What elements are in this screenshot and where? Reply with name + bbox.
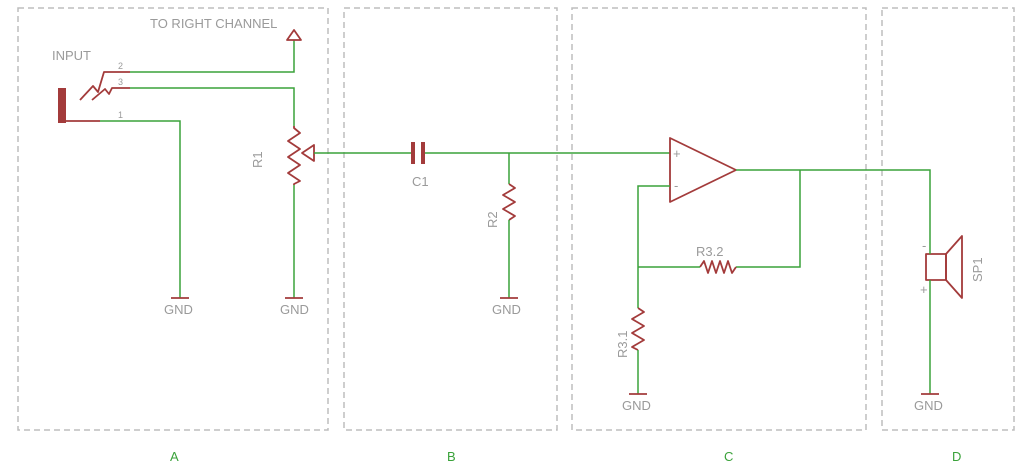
section-box-a bbox=[17, 7, 329, 431]
r1-label: R1 bbox=[250, 151, 265, 168]
wire-jack-r1 bbox=[130, 87, 295, 126]
pin-1-label: 1 bbox=[118, 110, 123, 120]
section-label-a: A bbox=[170, 449, 179, 464]
r2-resistor bbox=[502, 183, 516, 221]
c1-capacitor bbox=[411, 142, 425, 164]
gnd-label-4: GND bbox=[622, 398, 651, 413]
r32-label: R3.2 bbox=[696, 244, 723, 259]
gnd-label-5: GND bbox=[914, 398, 943, 413]
section-label-d: D bbox=[952, 449, 961, 464]
gnd-label-3: GND bbox=[492, 302, 521, 317]
speaker-plus-label: + bbox=[920, 282, 928, 297]
speaker-minus-label: - bbox=[922, 238, 926, 253]
c1-label: C1 bbox=[412, 174, 429, 189]
section-label-b: B bbox=[447, 449, 456, 464]
r31-resistor bbox=[631, 307, 645, 351]
pin-2-label: 2 bbox=[118, 61, 123, 71]
pin-3-label: 3 bbox=[118, 77, 123, 87]
wire-to-right-channel bbox=[130, 40, 295, 73]
input-label: INPUT bbox=[52, 48, 91, 63]
gnd-label-1: GND bbox=[164, 302, 193, 317]
section-box-c bbox=[571, 7, 867, 431]
r31-label: R3.1 bbox=[615, 331, 630, 358]
r32-resistor bbox=[699, 260, 737, 274]
wire-output-speaker bbox=[736, 169, 931, 240]
opamp-plus-label: + bbox=[673, 146, 681, 161]
section-label-c: C bbox=[724, 449, 733, 464]
opamp-triangle bbox=[669, 137, 737, 203]
section-box-b bbox=[343, 7, 558, 431]
sp1-label: SP1 bbox=[970, 257, 985, 282]
gnd-label-2: GND bbox=[280, 302, 309, 317]
wire-jack-gnd bbox=[100, 120, 181, 298]
speaker-icon bbox=[925, 235, 963, 299]
to-right-channel-arrow-icon bbox=[286, 29, 302, 41]
opamp-minus-label: - bbox=[674, 178, 678, 193]
to-right-channel-label: TO RIGHT CHANNEL bbox=[150, 16, 277, 31]
r1-resistor bbox=[287, 126, 301, 185]
r2-label: R2 bbox=[485, 211, 500, 228]
section-box-d bbox=[881, 7, 1015, 431]
r1-wiper-arrow-icon bbox=[301, 144, 315, 162]
input-jack bbox=[58, 71, 130, 123]
wire-inverting-input bbox=[637, 185, 670, 308]
wire-feedback bbox=[736, 170, 801, 268]
